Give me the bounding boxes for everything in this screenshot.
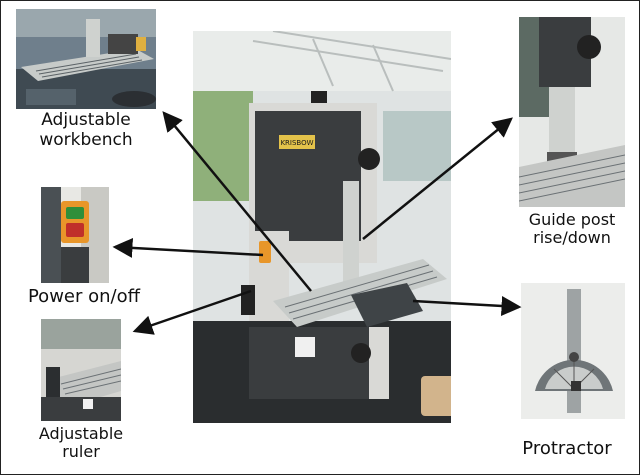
label-workbench-line1: Adjustable	[41, 110, 131, 130]
label-adjustable-ruler: Adjustable ruler	[21, 424, 141, 462]
label-power: Power on/off	[27, 286, 141, 307]
label-ruler-line2: ruler	[62, 442, 100, 462]
label-guide-post: Guide post rise/down	[511, 210, 633, 248]
arrow-power	[112, 237, 264, 258]
brand-logo-text: KRISBOW	[280, 139, 313, 147]
label-protractor: Protractor	[522, 438, 612, 459]
photo-adjustable-ruler	[41, 319, 121, 421]
arrow-ruler	[132, 289, 252, 335]
label-adjustable-workbench: Adjustable workbench	[16, 110, 156, 150]
label-ruler-line1: Adjustable	[38, 424, 124, 443]
label-guide-line2: rise/down	[533, 228, 611, 248]
label-workbench-line2: workbench	[39, 129, 133, 150]
photo-band-saw: KRISBOW	[193, 31, 451, 423]
arrow-protractor	[412, 296, 522, 316]
photo-power-switch	[41, 187, 109, 283]
photo-workbench	[16, 9, 156, 109]
photo-protractor	[521, 283, 625, 419]
label-guide-line1: Guide post	[528, 210, 616, 229]
arrow-workbench	[162, 111, 312, 292]
photo-guide-post	[519, 17, 625, 207]
arrow-guide-post	[362, 117, 513, 240]
